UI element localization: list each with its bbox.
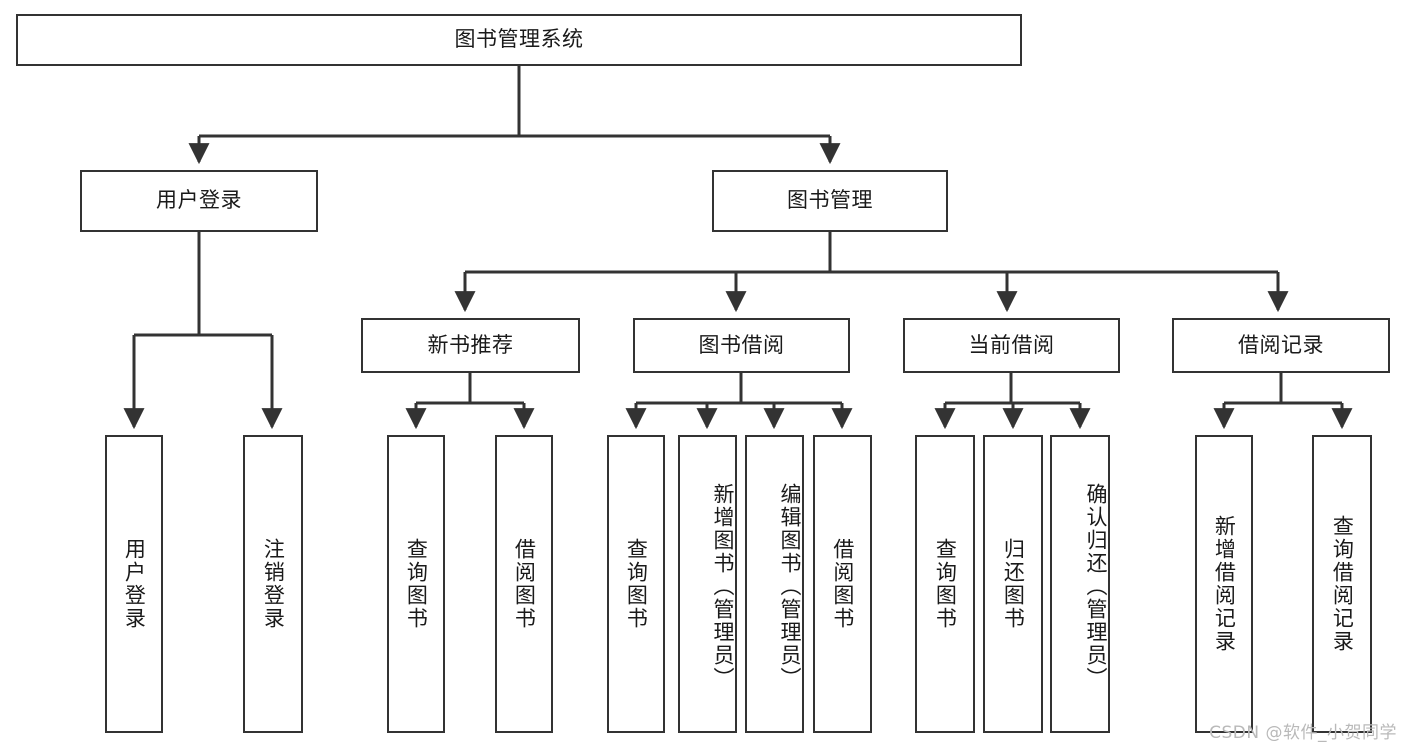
node-leaf-query-book-current[interactable]: 查询图书 [915, 435, 975, 733]
node-leaf-add-borrow-record[interactable]: 新增借阅记录 [1195, 435, 1253, 733]
node-book-borrow[interactable]: 图书借阅 [633, 318, 850, 373]
node-leaf-add-book-admin[interactable]: 新增图书（管理员） [678, 435, 737, 733]
node-leaf-return-book[interactable]: 归还图书 [983, 435, 1043, 733]
node-book-manage[interactable]: 图书管理 [712, 170, 948, 232]
node-root[interactable]: 图书管理系统 [16, 14, 1022, 66]
node-leaf-user-login[interactable]: 用户登录 [105, 435, 163, 733]
node-leaf-query-borrow-record[interactable]: 查询借阅记录 [1312, 435, 1372, 733]
node-leaf-borrow-book[interactable]: 借阅图书 [813, 435, 872, 733]
node-leaf-query-book-recommend[interactable]: 查询图书 [387, 435, 445, 733]
node-leaf-logout[interactable]: 注销登录 [243, 435, 303, 733]
csdn-watermark: CSDN @软件_小贺同学 [1209, 723, 1397, 743]
node-leaf-confirm-return-admin[interactable]: 确认归还（管理员） [1050, 435, 1110, 733]
node-current-borrow[interactable]: 当前借阅 [903, 318, 1120, 373]
node-new-book-recommend[interactable]: 新书推荐 [361, 318, 580, 373]
node-leaf-borrow-book-recommend[interactable]: 借阅图书 [495, 435, 553, 733]
node-borrow-record[interactable]: 借阅记录 [1172, 318, 1390, 373]
node-leaf-query-book-borrow[interactable]: 查询图书 [607, 435, 665, 733]
node-leaf-edit-book-admin[interactable]: 编辑图书（管理员） [745, 435, 804, 733]
node-user-login[interactable]: 用户登录 [80, 170, 318, 232]
